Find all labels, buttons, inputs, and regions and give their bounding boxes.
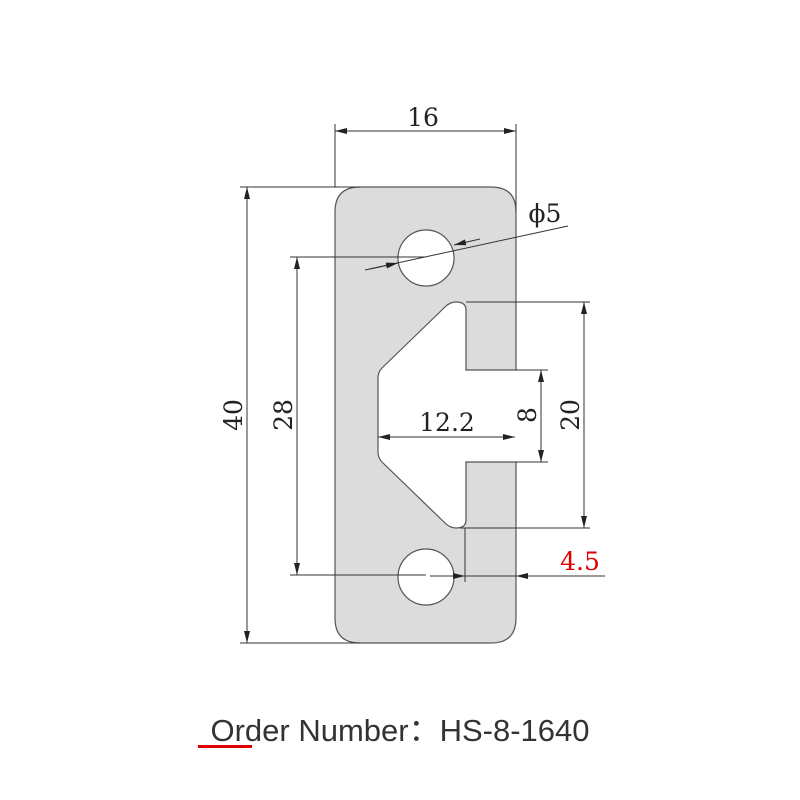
red-underline <box>198 745 252 748</box>
dim-slot-height-label: 20 <box>556 399 585 431</box>
dim-hole-spacing-label: 28 <box>269 399 298 431</box>
order-number-label: Order Number： <box>210 713 440 748</box>
order-number: Order Number：HS-8-1640 <box>0 705 800 750</box>
plate-outline <box>334 186 517 644</box>
dim-offset-label: 4.5 <box>560 547 600 576</box>
dim-line-hole-diameter <box>364 225 569 271</box>
bottom-hole <box>397 548 455 606</box>
dim-width-label: 16 <box>407 103 439 132</box>
top-hole <box>397 229 455 287</box>
dim-hole-diameter-label: ϕ5 <box>529 199 562 228</box>
dim-height-label: 40 <box>219 399 248 431</box>
order-number-value: HS-8-1640 <box>439 713 590 748</box>
dim-slot-opening-label: 8 <box>513 407 542 423</box>
dim-slot-depth-label: 12.2 <box>419 408 475 437</box>
